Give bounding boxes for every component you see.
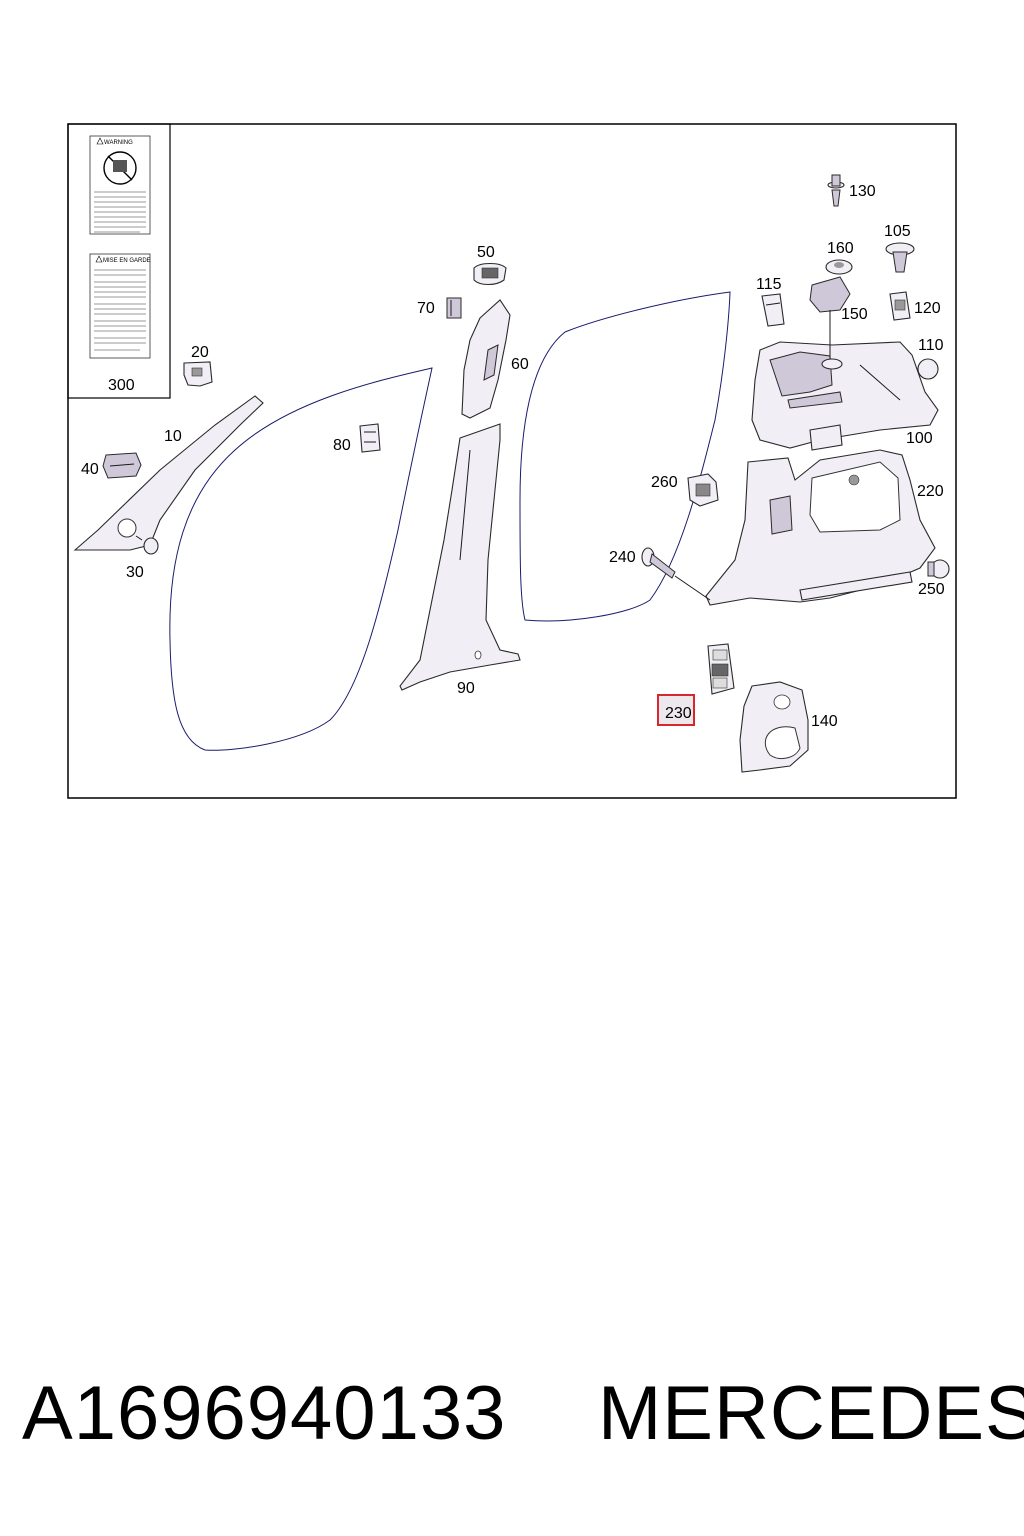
part-number: A1696940133 — [22, 1371, 507, 1456]
clip-105 — [885, 242, 915, 273]
callout-80: 80 — [333, 437, 351, 454]
callout-70: 70 — [417, 300, 435, 317]
b-pillar-upper-trim — [461, 299, 511, 419]
warning-label: WARNING MISE EN GARDE — [89, 135, 151, 359]
callout-50: 50 — [477, 244, 495, 261]
bracket-260 — [687, 473, 719, 507]
cap-30 — [135, 535, 159, 555]
callout-10: 10 — [164, 428, 182, 445]
warning-label-box — [67, 123, 171, 399]
clip-20 — [183, 361, 213, 387]
warning-title: WARNING — [104, 140, 133, 146]
callout-115: 115 — [756, 276, 782, 293]
callout-230[interactable]: 230 — [665, 705, 692, 722]
callout-120: 120 — [914, 300, 941, 317]
cap-110 — [917, 358, 939, 380]
callout-30: 30 — [126, 564, 144, 581]
callout-40: 40 — [81, 461, 99, 478]
screw-130 — [827, 174, 845, 207]
clip-120 — [889, 291, 911, 321]
front-door-glass-outline — [169, 367, 433, 751]
clip-160 — [825, 259, 853, 275]
callout-250: 250 — [918, 581, 945, 598]
callout-20: 20 — [191, 344, 209, 361]
rear-door-glass-outline — [519, 291, 731, 622]
clip-70 — [446, 297, 462, 319]
callout-220: 220 — [917, 483, 944, 500]
callout-130: 130 — [849, 183, 876, 200]
callout-300: 300 — [108, 377, 135, 394]
callout-90: 90 — [457, 680, 475, 697]
callout-260: 260 — [651, 474, 678, 491]
callout-105: 105 — [884, 223, 911, 240]
screw-240 — [641, 547, 711, 601]
footer: A1696940133 MERCEDES — [0, 1370, 1024, 1480]
bracket-80 — [359, 423, 381, 453]
mise-en-garde-title: MISE EN GARDE — [103, 258, 151, 264]
callout-150: 150 — [841, 306, 868, 323]
callout-100: 100 — [906, 430, 933, 447]
diagram-frame — [67, 123, 957, 799]
rear-upper-panel-100 — [751, 341, 939, 451]
clip-250 — [927, 559, 950, 579]
rear-lower-panel-220 — [705, 449, 936, 606]
highlighted-callout-box[interactable] — [657, 694, 695, 726]
callout-160: 160 — [827, 240, 854, 257]
b-pillar-lower-trim — [399, 423, 521, 691]
callout-60: 60 — [511, 356, 529, 373]
cover-50 — [473, 262, 507, 286]
switch-panel-230 — [707, 643, 735, 695]
brand-name: MERCEDES — [598, 1371, 1024, 1456]
cover-140 — [739, 681, 809, 773]
clip-115 — [761, 293, 785, 327]
mount-150 — [809, 276, 851, 370]
clip-40 — [102, 452, 142, 479]
callout-140: 140 — [811, 713, 838, 730]
callout-240: 240 — [609, 549, 636, 566]
callout-110: 110 — [918, 337, 944, 354]
a-pillar-trim — [73, 395, 264, 551]
